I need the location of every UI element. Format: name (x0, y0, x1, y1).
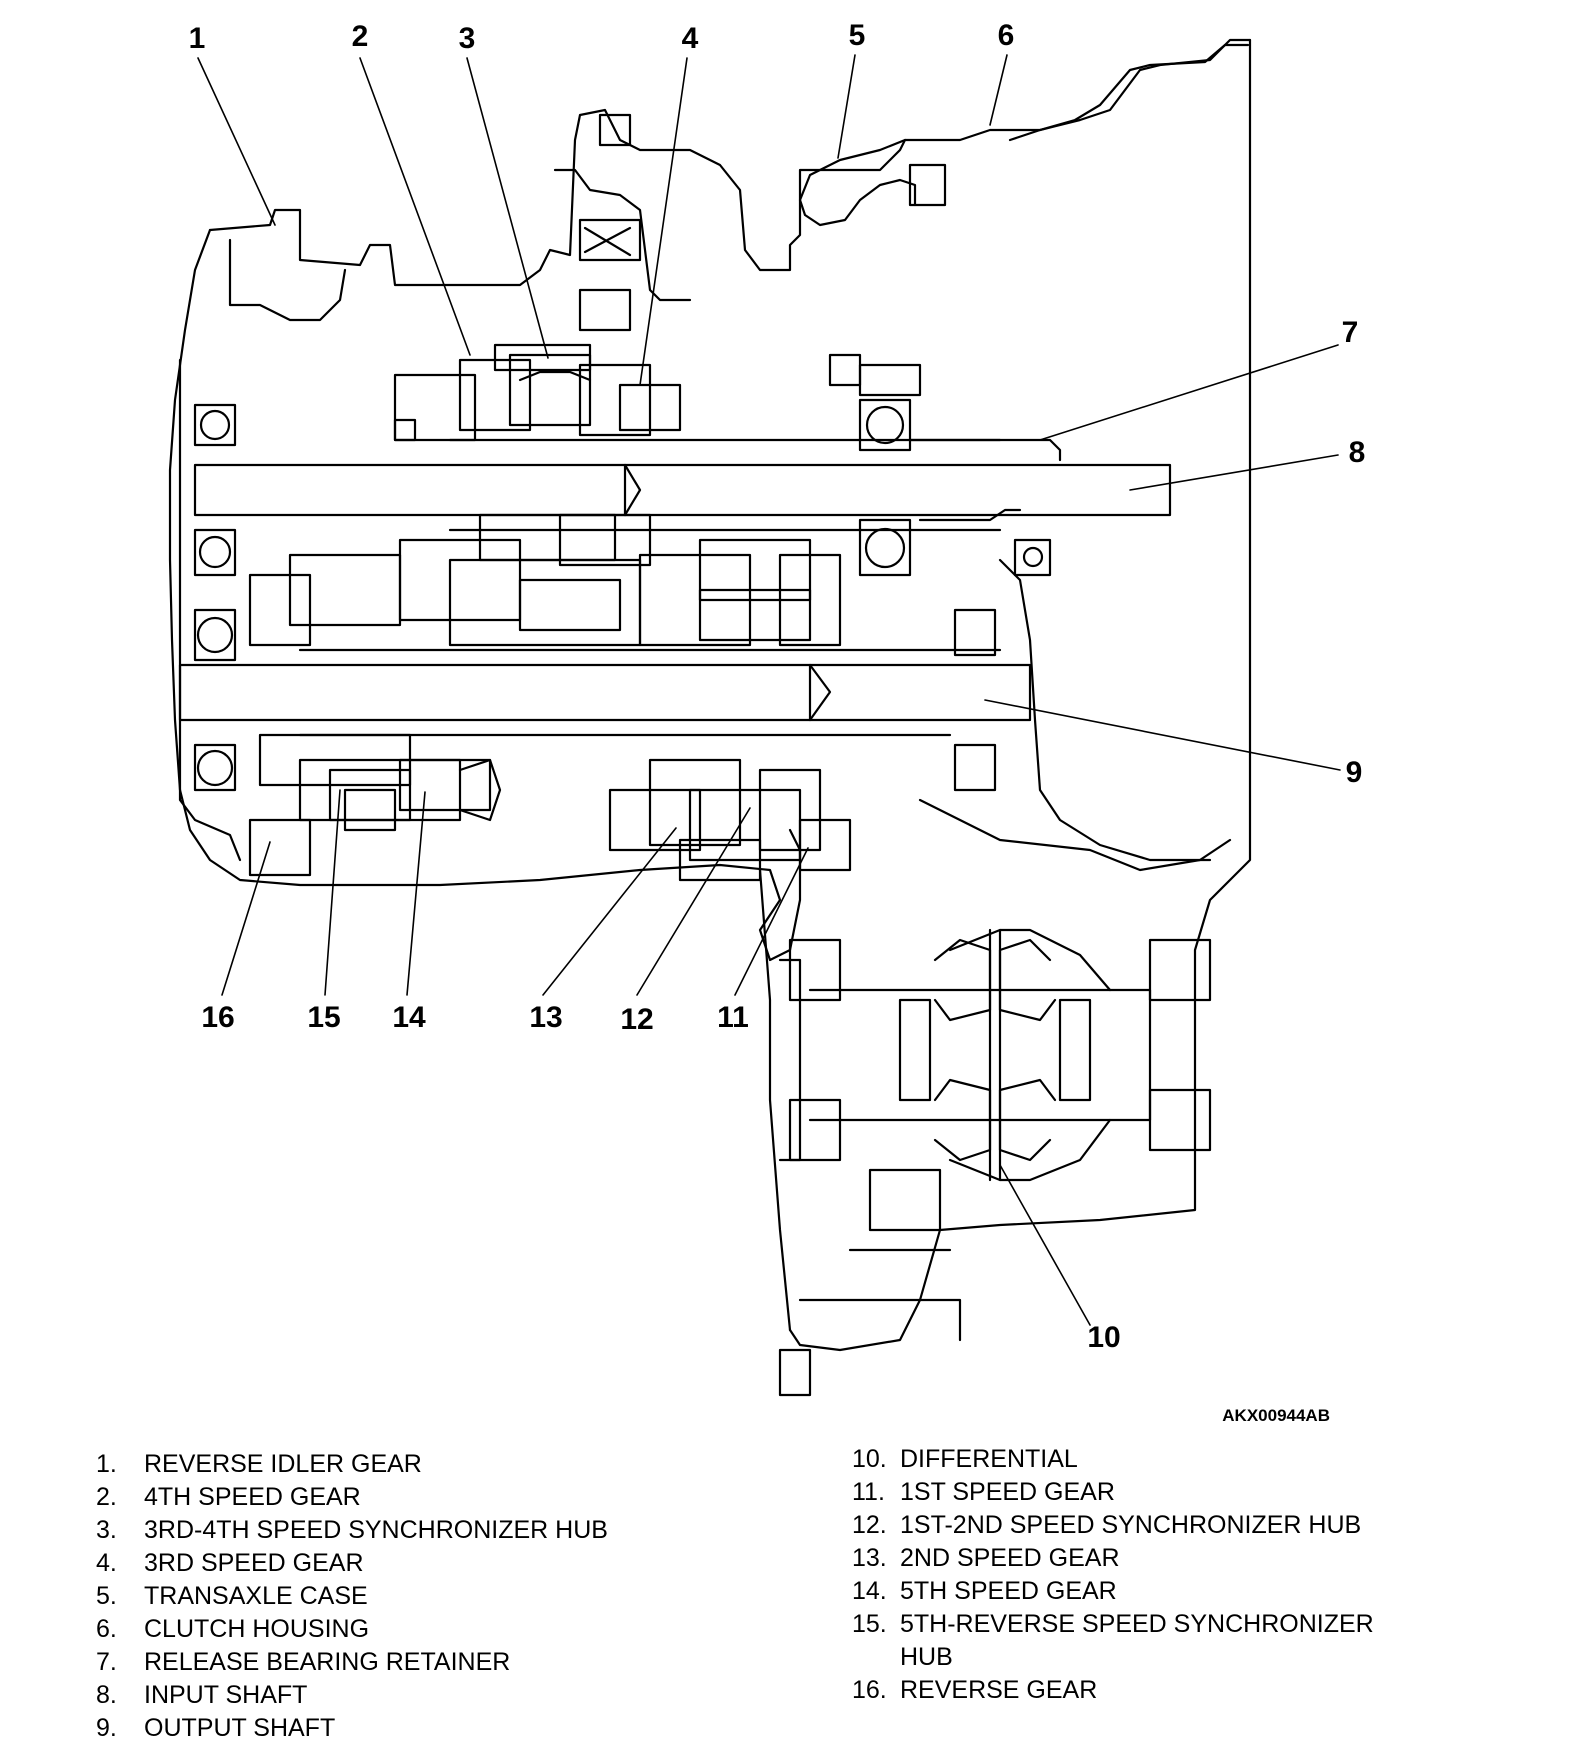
callout-7: 7 (1342, 316, 1359, 349)
legend-text: 3RD SPEED GEAR (144, 1549, 364, 1577)
legend-item: 10. DIFFERENTIAL (852, 1443, 1374, 1476)
legend-num: 14. (852, 1577, 887, 1605)
figure-id: AKX00944AB (1222, 1406, 1330, 1425)
callout-11: 11 (717, 1001, 749, 1034)
legend-text: 3RD-4TH SPEED SYNCHRONIZER HUB (144, 1516, 608, 1544)
callout-9: 9 (1346, 756, 1363, 789)
legend-text: TRANSAXLE CASE (144, 1582, 368, 1610)
legend-item: 13. 2ND SPEED GEAR (852, 1542, 1374, 1575)
legend-item: 6. CLUTCH HOUSING (96, 1613, 608, 1646)
legend-left: 1. REVERSE IDLER GEAR 2. 4TH SPEED GEAR 3.… (96, 1448, 608, 1745)
callout-1: 1 (189, 22, 206, 55)
clutch-housing (798, 43, 1250, 862)
callout-3: 3 (459, 22, 476, 55)
callout-8: 8 (1349, 436, 1366, 469)
input-gear-cluster (248, 343, 842, 647)
legend-text: 5TH SPEED GEAR (900, 1577, 1117, 1605)
legend-item-continuation: HUB (852, 1641, 1374, 1674)
legend-text: 2ND SPEED GEAR (900, 1544, 1120, 1572)
legend-num: 16. (852, 1676, 887, 1704)
legend-num: 15. (852, 1610, 887, 1638)
callout-numbers: 1 2 3 4 5 6 7 8 9 10 11 12 13 14 15 16 (189, 19, 1366, 1354)
legend-item: 9. OUTPUT SHAFT (96, 1712, 608, 1745)
legend-num: 1. (96, 1450, 117, 1478)
release-bearing-retainer-and-bolts (578, 113, 1062, 522)
legend-num: 6. (96, 1615, 117, 1643)
legend-text: 5TH-REVERSE SPEED SYNCHRONIZER (900, 1610, 1374, 1638)
legend-item: 12. 1ST-2ND SPEED SYNCHRONIZER HUB (852, 1509, 1374, 1542)
legend-num: 10. (852, 1445, 887, 1473)
callout-2: 2 (352, 20, 369, 53)
legend-item: 2. 4TH SPEED GEAR (96, 1481, 608, 1514)
callout-16: 16 (201, 1001, 234, 1034)
legend-num: 11. (852, 1478, 885, 1506)
legend-text: 1ST-2ND SPEED SYNCHRONIZER HUB (900, 1511, 1362, 1539)
legend-item: 4. 3RD SPEED GEAR (96, 1547, 608, 1580)
legend-num: 5. (96, 1582, 117, 1610)
legend-num: 13. (852, 1544, 887, 1572)
callout-13: 13 (529, 1001, 562, 1034)
legend-num: 8. (96, 1681, 117, 1709)
callout-5: 5 (849, 19, 866, 52)
legend-text: 4TH SPEED GEAR (144, 1483, 361, 1511)
legend-item: 5. TRANSAXLE CASE (96, 1580, 608, 1613)
callout-12: 12 (620, 1003, 653, 1036)
legend-num: 3. (96, 1516, 117, 1544)
legend-item: 16. REVERSE GEAR (852, 1674, 1374, 1707)
bearings (193, 398, 1052, 792)
legend-num: 4. (96, 1549, 117, 1577)
output-gear-cluster (248, 733, 852, 882)
callout-4: 4 (682, 22, 699, 55)
legend-right: 10. DIFFERENTIAL 11. 1ST SPEED GEAR 12. 1ST… (852, 1443, 1374, 1707)
legend-num: 7. (96, 1648, 117, 1676)
legend-text: CLUTCH HOUSING (144, 1615, 370, 1643)
callout-6: 6 (998, 19, 1015, 52)
output-shaft (178, 648, 1032, 737)
legend-item: 11. 1ST SPEED GEAR (852, 1476, 1374, 1509)
legend-text: DIFFERENTIAL (900, 1445, 1078, 1473)
legend-item: 14. 5TH SPEED GEAR (852, 1575, 1374, 1608)
input-shaft (193, 438, 1172, 532)
legend-num: 2. (96, 1483, 117, 1511)
legend-text: REVERSE IDLER GEAR (144, 1450, 422, 1478)
differential (778, 928, 1212, 1397)
legend-text: OUTPUT SHAFT (144, 1714, 336, 1742)
legend-text: RELEASE BEARING RETAINER (144, 1648, 511, 1676)
legend-item: 8. INPUT SHAFT (96, 1679, 608, 1712)
legend-num: 9. (96, 1714, 117, 1742)
legend-item: 3. 3RD-4TH SPEED SYNCHRONIZER HUB (96, 1514, 608, 1547)
legend-item: 15. 5TH-REVERSE SPEED SYNCHRONIZER (852, 1608, 1374, 1641)
transaxle-cross-section-diagram: 1 2 3 4 5 6 7 8 9 10 11 12 13 14 15 16 A… (168, 19, 1366, 1425)
callout-15: 15 (307, 1001, 340, 1034)
legend-text: HUB (900, 1643, 953, 1671)
legend-text: REVERSE GEAR (900, 1676, 1098, 1704)
callout-leader-lines (197, 54, 1341, 1326)
callout-10: 10 (1087, 1321, 1120, 1354)
transaxle-housing-outline (168, 38, 1252, 1352)
legend-item: 1. REVERSE IDLER GEAR (96, 1448, 608, 1481)
legend-num: 12. (852, 1511, 887, 1539)
legend-text: INPUT SHAFT (144, 1681, 308, 1709)
legend-item: 7. RELEASE BEARING RETAINER (96, 1646, 608, 1679)
legend-text: 1ST SPEED GEAR (900, 1478, 1115, 1506)
callout-14: 14 (392, 1001, 426, 1034)
